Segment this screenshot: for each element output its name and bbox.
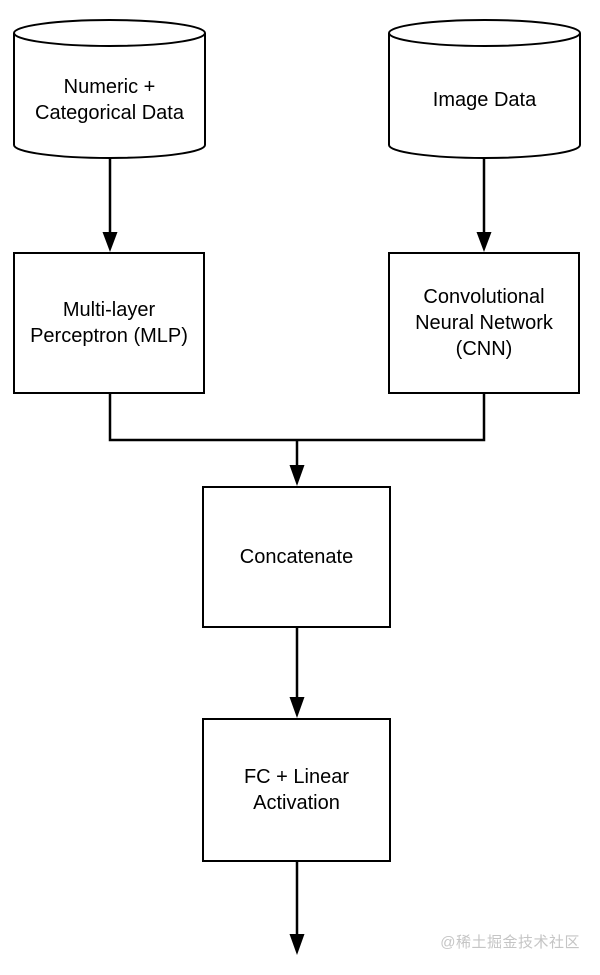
image-data-cylinder	[388, 19, 581, 159]
arrow-fc-to-output	[289, 861, 305, 955]
concatenate-box	[202, 486, 391, 628]
cnn-box	[388, 252, 580, 394]
numeric-data-cylinder	[13, 19, 206, 159]
arrow-concat-to-fc	[289, 627, 305, 718]
mlp-box	[13, 252, 205, 394]
fc-linear-box	[202, 718, 391, 862]
arrow-numeric-to-mlp	[102, 158, 118, 252]
watermark-text: @稀土掘金技术社区	[440, 934, 580, 951]
merge-connector	[108, 393, 486, 486]
arrow-image-to-cnn	[476, 158, 492, 252]
